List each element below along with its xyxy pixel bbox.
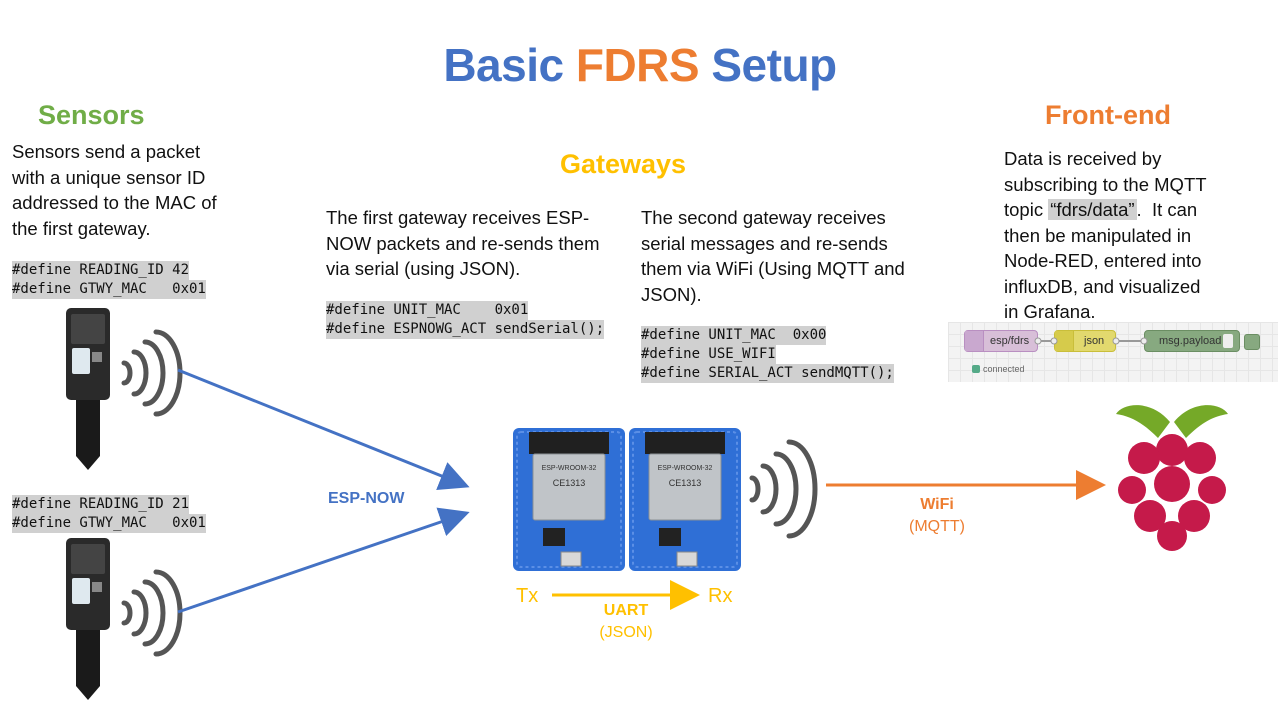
sensors-description-line: addressed to the MAC of [12, 192, 217, 213]
esp32-board-icon: ESP-WROOM-32 CE1313 [513, 428, 625, 571]
nodered-status: connected [972, 364, 1025, 374]
gateway1-description-line: NOW packets and re-sends them [326, 232, 600, 254]
sensors-description-line: the first gateway. [12, 217, 151, 239]
espnow-arrow-2 [177, 507, 470, 614]
wireless-signal-icon [749, 439, 818, 539]
frontend-description-line: in Grafana. [1004, 301, 1096, 322]
esp32-board-icon: ESP-WROOM-32 CE1313 [629, 428, 741, 571]
title-part-2: FDRS [575, 39, 700, 91]
code-line: #define UNIT_MAC 0x00 [641, 326, 827, 345]
wireless-signal-icon [121, 569, 183, 657]
frontend-topic-line: topic “fdrs/data”. It can [1004, 197, 1274, 223]
board-chip-label: ESP-WROOM-32 [542, 465, 597, 472]
nodered-node-debug: msg.payload [1144, 330, 1240, 352]
gateway1-description-line: The first gateway receives ESP- [326, 207, 590, 228]
espnow-label: ESP-NOW [328, 490, 405, 507]
debug-toggle-button[interactable] [1244, 334, 1260, 350]
sensors-description-line: Sensors send a packet [12, 141, 201, 162]
gateway2-code: #define UNIT_MAC 0x00 #define USE_WIFI #… [641, 326, 894, 383]
code-line: #define UNIT_MAC 0x01 [326, 301, 529, 320]
nodered-node-label: esp/fdrs [990, 335, 1030, 347]
wifi-sublabel: (MQTT) [909, 518, 965, 535]
gateway2-description-line: The second gateway receives [641, 207, 886, 228]
wifi-label: WiFi [920, 496, 954, 513]
nodered-node-mqtt-in: esp/fdrs [964, 330, 1038, 352]
title-part-1: Basic [443, 39, 564, 91]
board-cert-label: CE1313 [553, 478, 586, 488]
mqtt-in-icon [965, 331, 984, 351]
wireless-signal-icon [121, 329, 183, 417]
sensors-heading: Sensors [38, 100, 145, 130]
frontend-description-line: subscribing to the MQTT [1004, 173, 1207, 195]
gateway1-code: #define UNIT_MAC 0x01 #define ESPNOWG_AC… [326, 301, 605, 339]
frontend-description-line: Data is received by [1004, 148, 1162, 169]
json-icon [1055, 331, 1074, 351]
topic-prefix: topic [1004, 199, 1049, 220]
code-line: #define GTWY_MAC 0x01 [12, 280, 206, 299]
nodered-node-label: msg.payload [1159, 335, 1222, 347]
board-cert-label: CE1313 [669, 478, 702, 488]
nodered-flow: esp/fdrs json msg.payload connected [948, 322, 1278, 382]
topic-suffix: . It can [1136, 199, 1198, 220]
sensors-description: Sensors send a packet with a unique sens… [12, 139, 272, 241]
title-part-3: Setup [711, 39, 837, 91]
status-dot-icon [972, 365, 980, 373]
code-line: #define READING_ID 42 [12, 261, 190, 280]
nodered-status-label: connected [983, 364, 1025, 374]
frontend-heading: Front-end [1045, 100, 1171, 130]
gateway1-description: The first gateway receives ESP- NOW pack… [326, 205, 626, 282]
list-icon [1223, 334, 1233, 348]
code-line: #define SERIAL_ACT sendMQTT(); [641, 364, 894, 383]
frontend-description: Data is received by subscribing to the M… [1004, 146, 1274, 325]
gateways-heading: Gateways [560, 149, 687, 179]
board-chip-label: ESP-WROOM-32 [658, 465, 713, 472]
code-line: #define ESPNOWG_ACT sendSerial(); [326, 320, 605, 339]
nodered-node-label: json [1084, 335, 1105, 347]
sensor-device-icon [66, 308, 110, 470]
gateway2-description-line: serial messages and re-sends [641, 232, 888, 254]
sensors-description-line: with a unique sensor ID [12, 166, 206, 188]
code-line: #define USE_WIFI [641, 345, 776, 364]
gateway2-description-line: JSON). [641, 283, 702, 305]
sensor-device-icon [66, 538, 110, 700]
frontend-description-line: Node-RED, entered into [1004, 250, 1202, 271]
uart-label: UART [603, 602, 649, 619]
code-line: #define GTWY_MAC 0x01 [12, 514, 206, 533]
sensor1-code: #define READING_ID 42 #define GTWY_MAC 0… [12, 261, 206, 299]
gateway1-description-line: via serial (using JSON). [326, 258, 521, 279]
frontend-description-line: influxDB, and visualized [1004, 275, 1201, 297]
sensor2-code: #define READING_ID 21 #define GTWY_MAC 0… [12, 495, 206, 533]
frontend-description-line: then be manipulated in [1004, 224, 1192, 246]
rx-label: Rx [708, 585, 733, 607]
gateway2-description-line: them via WiFi (Using MQTT and [641, 258, 905, 279]
tx-label: Tx [516, 585, 539, 607]
gateway2-description: The second gateway receives serial messa… [641, 205, 941, 307]
espnow-arrow-1 [177, 368, 470, 490]
raspberry-pi-icon [1116, 405, 1228, 551]
page-title: Basic FDRS Setup [0, 38, 1280, 92]
nodered-wires [1034, 337, 1148, 345]
uart-sublabel: (JSON) [599, 624, 653, 641]
code-line: #define READING_ID 21 [12, 495, 190, 514]
mqtt-topic: “fdrs/data” [1048, 199, 1137, 220]
